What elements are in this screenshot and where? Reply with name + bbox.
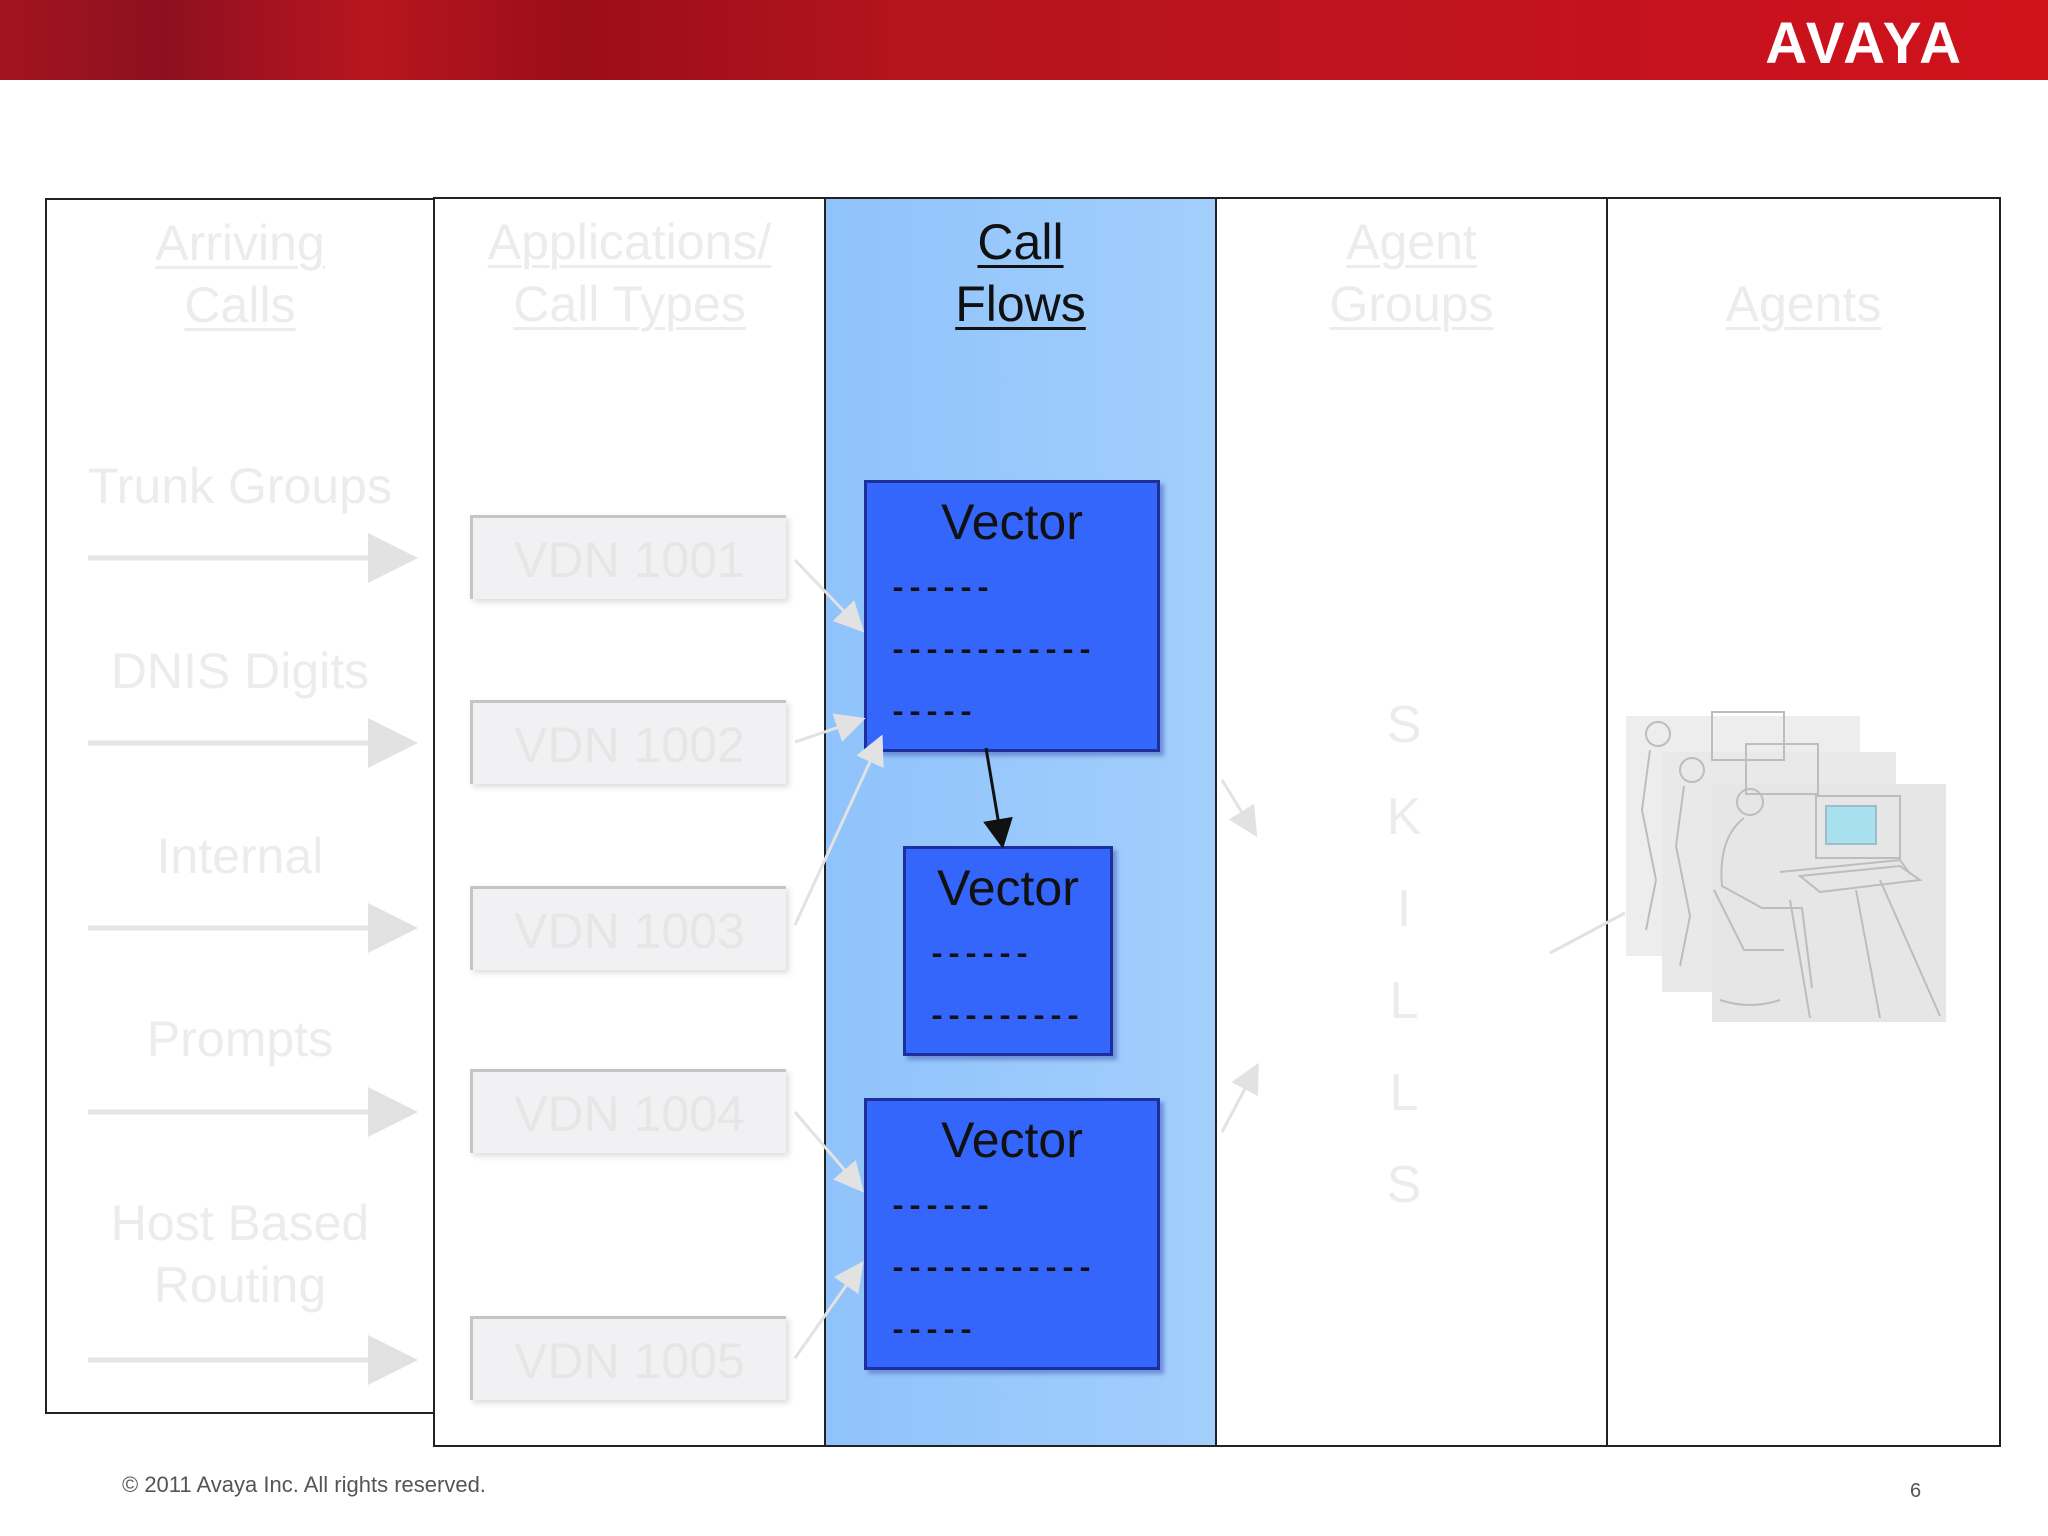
vector-line: ------ (889, 1191, 992, 1225)
column-agent-groups: Agent Groups (1215, 197, 1608, 1447)
title-line: Agent (1346, 214, 1477, 270)
source-text: Host Based (110, 1195, 370, 1251)
skills-letter: K (1386, 788, 1422, 846)
vector-line: ------ (928, 939, 1031, 973)
vector-box: Vector ------ ------------ ----- (864, 480, 1160, 752)
vdn-arrow (794, 713, 866, 744)
skills-letter: S (1386, 696, 1422, 754)
skills-letter: L (1389, 972, 1419, 1030)
column-title-applications: Applications/ Call Types (435, 211, 824, 335)
skills-letter: I (1396, 880, 1412, 938)
title-line: Arriving (155, 215, 325, 271)
title-line: Call Types (513, 276, 746, 332)
vdn-box: VDN 1003 (470, 886, 786, 970)
skills-letter: L (1389, 1064, 1419, 1122)
skill-arrow (1549, 911, 1626, 955)
vector-title: Vector (941, 1112, 1083, 1168)
vdn-arrow (793, 734, 884, 926)
source-label-host-based-routing: Host Based Routing (46, 1192, 434, 1316)
vdn-box: VDN 1004 (470, 1069, 786, 1153)
column-title-arriving-calls: Arriving Calls (47, 212, 433, 336)
title-line: Applications/ (487, 214, 772, 270)
source-label-internal: Internal (46, 825, 434, 887)
title-line: Calls (184, 277, 296, 333)
source-text: Internal (156, 828, 324, 884)
vector-line: ------ (889, 573, 992, 607)
title-line: Call (977, 214, 1064, 270)
vector-box: Vector ------ ------------ ----- (864, 1098, 1160, 1370)
vdn-arrow (793, 558, 865, 633)
source-text: Trunk Groups (88, 458, 392, 514)
column-title-agents: Agents (1608, 273, 1999, 335)
vector-line: ------------ (889, 1253, 1094, 1287)
source-label-prompts: Prompts (46, 1008, 434, 1070)
vector-box: Vector ------ --------- (903, 846, 1113, 1056)
agents-illustration-icon (1626, 711, 1946, 1022)
avaya-logo: AVAYA (1765, 11, 1964, 76)
skills-letter: S (1386, 1156, 1422, 1214)
source-label-dnis-digits: DNIS Digits (46, 640, 434, 702)
copyright-footer: © 2011 Avaya Inc. All rights reserved. (122, 1472, 486, 1497)
title-line: Groups (1329, 276, 1494, 332)
column-arriving-calls: Arriving Calls (45, 198, 435, 1414)
source-text: DNIS Digits (110, 643, 370, 699)
header-bar: AVAYA (0, 0, 2048, 80)
vector-title: Vector (941, 494, 1083, 550)
column-applications: Applications/ Call Types (433, 197, 826, 1447)
source-text: Routing (153, 1257, 327, 1313)
source-label-trunk-groups: Trunk Groups (46, 455, 434, 517)
vector-title: Vector (937, 860, 1079, 916)
skill-arrow (1220, 779, 1258, 838)
source-text: Prompts (146, 1011, 334, 1067)
vector-flow-arrow (983, 747, 1013, 849)
vector-line: ----- (889, 1315, 975, 1349)
title-line: Agents (1725, 276, 1882, 332)
vdn-arrow (793, 1261, 864, 1359)
vdn-arrow (793, 1111, 864, 1193)
vector-line: --------- (928, 1001, 1082, 1035)
vector-line: ----- (889, 697, 975, 731)
column-title-agent-groups: Agent Groups (1217, 211, 1606, 335)
skill-arrow (1220, 1062, 1259, 1133)
vdn-box: VDN 1001 (470, 515, 786, 599)
vdn-box: VDN 1005 (470, 1316, 786, 1400)
title-line: Flows (955, 276, 1086, 332)
vector-line: ------------ (889, 635, 1094, 669)
page-number: 6 (1910, 1480, 1922, 1502)
column-title-call-flows: Call Flows (826, 211, 1215, 335)
vdn-box: VDN 1002 (470, 700, 786, 784)
